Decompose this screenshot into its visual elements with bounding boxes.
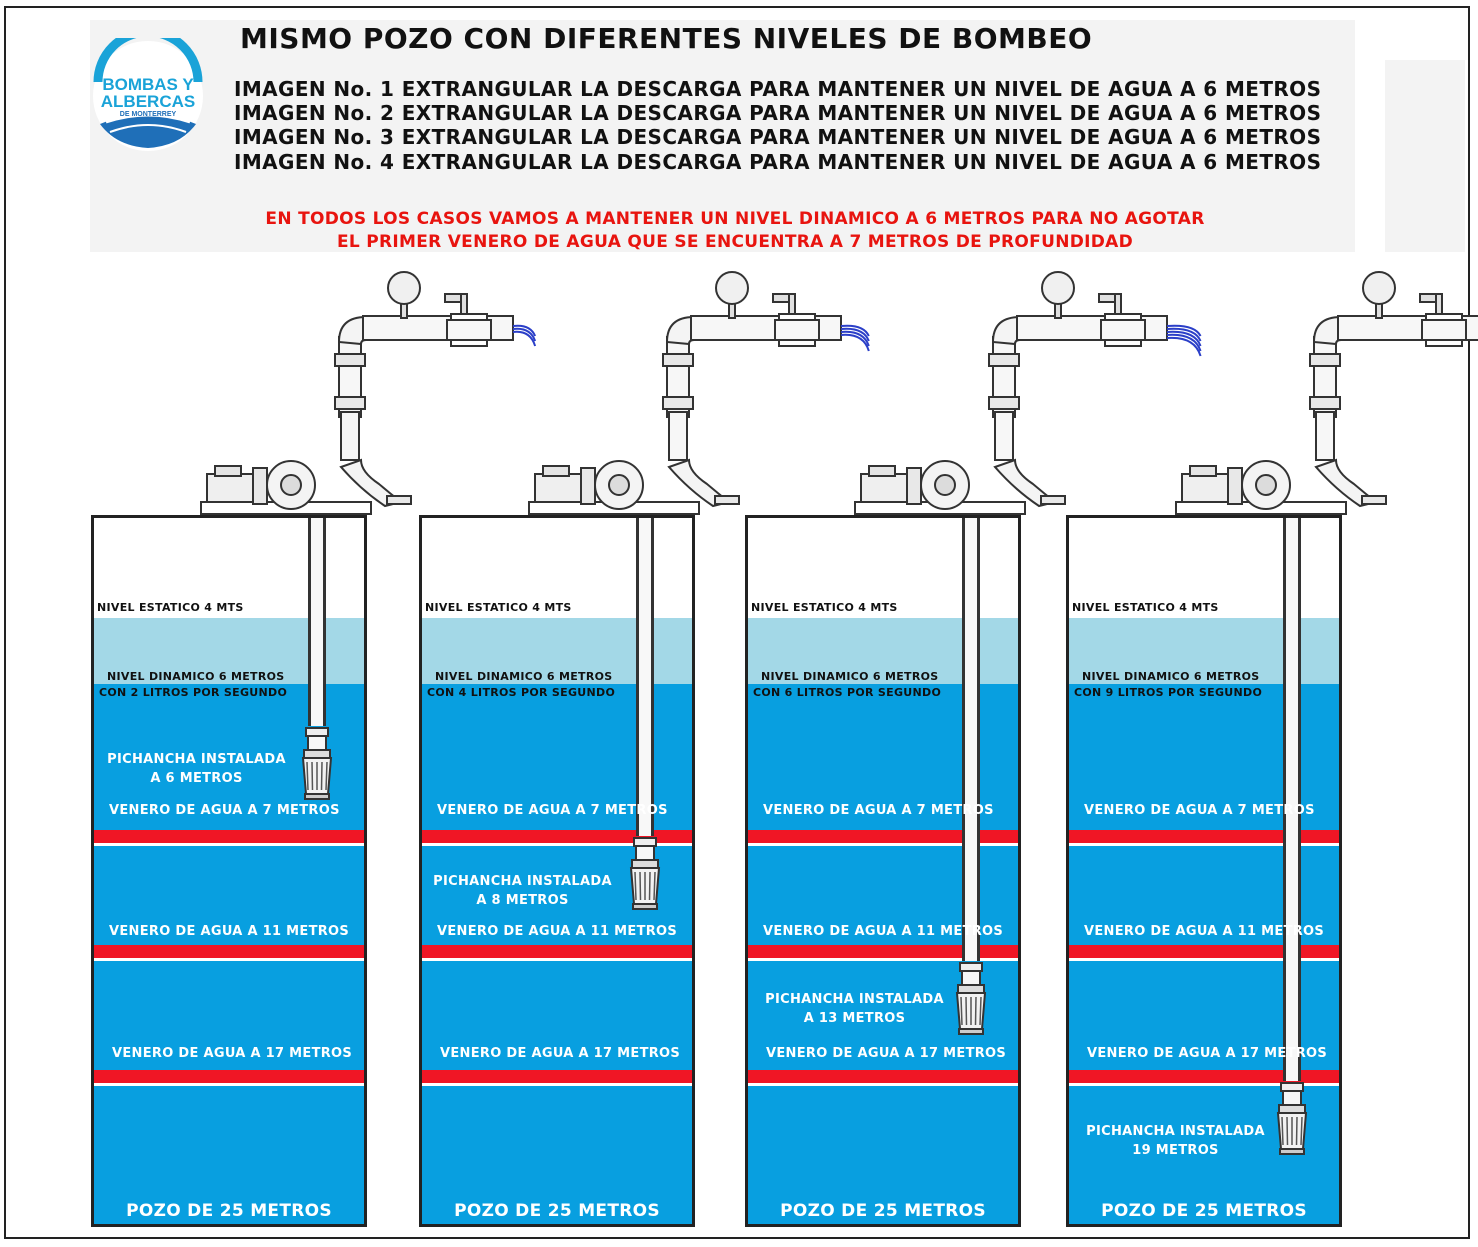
venero-line-7m: [94, 830, 364, 843]
suction-pipe: [308, 518, 326, 726]
pichancha-label-line-1: PICHANCHA INSTALADA: [1086, 1124, 1265, 1139]
foot-valve-icon: [301, 727, 333, 800]
foot-valve-icon: [955, 962, 987, 1035]
pichancha-label-line-2: 19 METROS: [1132, 1143, 1219, 1158]
pichancha-label-line-1: PICHANCHA INSTALADA: [433, 874, 612, 889]
venero-separator: [94, 958, 364, 961]
venero-line-11m: [422, 945, 692, 958]
venero-7m-label: VENERO DE AGUA A 7 METROS: [109, 803, 340, 818]
dynamic-level-label: NIVEL DINAMICO 6 METROS: [107, 670, 285, 683]
venero-separator: [422, 1083, 692, 1086]
pump-assembly-icon: [1175, 271, 1478, 515]
venero-separator: [748, 1083, 1018, 1086]
venero-line-17m: [748, 1070, 1018, 1083]
venero-separator: [94, 843, 364, 846]
venero-line-7m: [748, 830, 1018, 843]
pichancha-label: PICHANCHA INSTALADA A 6 METROS: [104, 750, 289, 788]
venero-17m-label: VENERO DE AGUA A 17 METROS: [766, 1046, 1007, 1061]
venero-line-17m: [422, 1070, 692, 1083]
static-level-label: NIVEL ESTATICO 4 MTS: [425, 601, 572, 614]
well-depth-label: POZO DE 25 METROS: [126, 1201, 332, 1221]
static-level-label: NIVEL ESTATICO 4 MTS: [751, 601, 898, 614]
discharge-flow-icon: [840, 324, 870, 352]
venero-11m-label: VENERO DE AGUA A 11 METROS: [437, 924, 678, 939]
pump-assembly-icon: [528, 271, 842, 515]
well-depth-label: POZO DE 25 METROS: [1101, 1201, 1307, 1221]
static-level-label: NIVEL ESTATICO 4 MTS: [97, 601, 244, 614]
pichancha-label: PICHANCHA INSTALADA 19 METROS: [1083, 1122, 1268, 1160]
pichancha-label-line-1: PICHANCHA INSTALADA: [107, 752, 286, 767]
venero-11m-label: VENERO DE AGUA A 11 METROS: [763, 924, 1004, 939]
static-level-label: NIVEL ESTATICO 4 MTS: [1072, 601, 1219, 614]
page-title: MISMO POZO CON DIFERENTES NIVELES DE BOM…: [240, 22, 1093, 55]
venero-separator: [422, 843, 692, 846]
pichancha-label: PICHANCHA INSTALADA A 8 METROS: [430, 872, 615, 910]
flow-rate-label: CON 4 LITROS POR SEGUNDO: [427, 686, 616, 699]
venero-11m-label: VENERO DE AGUA A 11 METROS: [1084, 924, 1325, 939]
image-line-2: IMAGEN No. 2 EXTRANGULAR LA DESCARGA PAR…: [234, 101, 1322, 125]
venero-separator: [422, 958, 692, 961]
flow-rate-label: CON 9 LITROS POR SEGUNDO: [1074, 686, 1263, 699]
pichancha-label-line-1: PICHANCHA INSTALADA: [765, 992, 944, 1007]
venero-separator: [1069, 843, 1339, 846]
suction-pipe: [636, 518, 654, 836]
well-1: NIVEL ESTATICO 4 MTS NIVEL DINAMICO 6 MET…: [91, 515, 367, 1227]
image-line-3: IMAGEN No. 3 EXTRANGULAR LA DESCARGA PAR…: [234, 125, 1322, 149]
pichancha-label: PICHANCHA INSTALADA A 13 METROS: [762, 990, 947, 1028]
foot-valve-icon: [629, 837, 661, 910]
venero-7m-label: VENERO DE AGUA A 7 METROS: [437, 803, 668, 818]
foot-valve-icon: [1276, 1082, 1308, 1155]
logo-emblem: [93, 38, 203, 151]
pichancha-label-line-2: A 6 METROS: [150, 771, 243, 786]
venero-17m-label: VENERO DE AGUA A 17 METROS: [440, 1046, 681, 1061]
venero-separator: [1069, 958, 1339, 961]
image-line-1: IMAGEN No. 1 EXTRANGULAR LA DESCARGA PAR…: [234, 77, 1322, 101]
suction-pipe: [1283, 518, 1301, 1081]
pichancha-label-line-2: A 13 METROS: [803, 1011, 906, 1026]
pichancha-label-line-2: A 8 METROS: [476, 893, 569, 908]
venero-separator: [1069, 1083, 1339, 1086]
suction-pipe: [962, 518, 980, 961]
pump-assembly-icon: [200, 271, 514, 515]
flow-rate-label: CON 2 LITROS POR SEGUNDO: [99, 686, 288, 699]
venero-line-7m: [422, 830, 692, 843]
well-4: NIVEL ESTATICO 4 MTS NIVEL DINAMICO 6 MET…: [1066, 515, 1342, 1227]
image-line-4: IMAGEN No. 4 EXTRANGULAR LA DESCARGA PAR…: [234, 150, 1322, 174]
venero-17m-label: VENERO DE AGUA A 17 METROS: [112, 1046, 353, 1061]
logo-line-3: DE MONTERREY: [119, 111, 177, 118]
dynamic-level-label: NIVEL DINAMICO 6 METROS: [761, 670, 939, 683]
pump-assembly-icon: [854, 271, 1168, 515]
logo-line-1: BOMBAS Y: [102, 75, 194, 94]
note-line-2: EL PRIMER VENERO DE AGUA QUE SE ENCUENTR…: [336, 232, 1134, 252]
note-line-1: EN TODOS LOS CASOS VAMOS A MANTENER UN N…: [265, 209, 1205, 229]
well-depth-label: POZO DE 25 METROS: [780, 1201, 986, 1221]
well-depth-label: POZO DE 25 METROS: [454, 1201, 660, 1221]
venero-separator: [94, 1083, 364, 1086]
header-band-right: [1385, 60, 1465, 252]
outer-frame: [4, 6, 1470, 1239]
dynamic-level-label: NIVEL DINAMICO 6 METROS: [435, 670, 613, 683]
discharge-flow-icon: [1166, 324, 1202, 357]
discharge-flow-icon: [512, 324, 537, 347]
venero-11m-label: VENERO DE AGUA A 11 METROS: [109, 924, 350, 939]
well-2: NIVEL ESTATICO 4 MTS NIVEL DINAMICO 6 MET…: [419, 515, 695, 1227]
dynamic-level-label: NIVEL DINAMICO 6 METROS: [1082, 670, 1260, 683]
venero-17m-label: VENERO DE AGUA A 17 METROS: [1087, 1046, 1328, 1061]
venero-7m-label: VENERO DE AGUA A 7 METROS: [1084, 803, 1315, 818]
logo-line-2: ALBERCAS: [100, 92, 196, 111]
venero-line-11m: [94, 945, 364, 958]
header-band: [90, 20, 1355, 252]
venero-7m-label: VENERO DE AGUA A 7 METROS: [763, 803, 994, 818]
flow-rate-label: CON 6 LITROS POR SEGUNDO: [753, 686, 942, 699]
venero-line-7m: [1069, 830, 1339, 843]
venero-line-11m: [1069, 945, 1339, 958]
venero-line-17m: [94, 1070, 364, 1083]
venero-separator: [748, 958, 1018, 961]
venero-line-11m: [748, 945, 1018, 958]
venero-line-17m: [1069, 1070, 1339, 1083]
well-3: NIVEL ESTATICO 4 MTS NIVEL DINAMICO 6 MET…: [745, 515, 1021, 1227]
venero-separator: [748, 843, 1018, 846]
